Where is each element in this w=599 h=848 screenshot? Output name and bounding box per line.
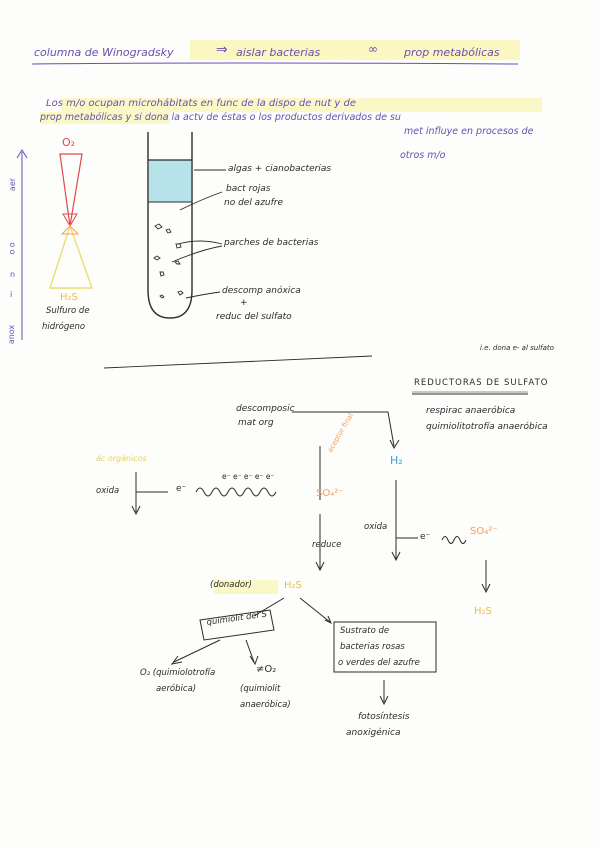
heading-sulfate-reducers: REDUCTORAS DE SULFATO [414,378,549,388]
o2-gradient-triangle [59,153,83,227]
o2-branch-1: O₂ (quimiolotrofía [140,668,216,678]
intro-line-1: Los m/o ocupan microhábitats en func de … [46,98,356,109]
o2-branch-2: aeróbica) [156,684,197,694]
loop-icon: ∞ [368,42,378,56]
electron-right: e⁻ [420,532,431,542]
electrons-wave-label: e⁻ e⁻ e⁻ e⁻ e⁻ [222,472,275,481]
intro-line-3: met influye en procesos de [404,126,534,137]
left-note-oo: o o [7,242,17,255]
tube-outline [147,132,193,319]
so4-right: SO₄²⁻ [470,526,498,537]
left-note-n: n [10,270,16,279]
h2s-right: H₂S [474,606,492,617]
section-divider [103,355,373,369]
oxida-right: oxida [364,522,388,532]
left-note-i: i [10,290,13,299]
quimiolit-branch-1: (quimiolit [240,684,281,694]
left-note-aer: aer [8,177,18,192]
neq-o2: ≠O₂ [256,664,277,675]
photosynthesis-2: anoxigénica [346,728,401,738]
h2s-gradient-triangle [49,223,93,289]
quimiolit-branch-2: anaeróbica) [240,700,291,710]
substrate-line-1: Sustrato de [340,626,390,636]
label-red-bacteria-2: no del azufre [224,198,284,208]
electron-left: e⁻ [176,484,187,494]
water-layer [149,160,191,202]
note-top-right: i.e. dona e- al sulfato [480,344,554,352]
title-underline [31,62,519,65]
substrate-box [333,621,437,673]
h2s-center: H₂S [284,580,302,591]
donador-label: (donador) [210,580,252,590]
h2s-gradient-label: H₂S [60,292,78,303]
substrate-line-2: bacterias rosas [340,642,405,652]
resp-line-2: quimiolitotrofía anaeróbica [426,422,548,432]
quimiolit-box [199,609,275,641]
label-patches: parches de bacterias [224,238,319,248]
header-title-part2: aislar bacterias [236,46,321,59]
arrow-icon: ⇒ [216,42,228,58]
resp-line-1: respirac anaeróbica [426,406,516,416]
o2-label: O₂ [62,136,76,149]
descomp-line-2: mat org [238,418,274,428]
sediment-patches [153,223,184,299]
label-red-bacteria-1: bact rojas [226,184,271,194]
label-decomp-1: descomp anóxica [222,286,301,296]
reduce-label: reduce [312,540,342,550]
substrate-line-3: o verdes del azufre [338,658,420,668]
h2s-name-2: hidrógeno [42,322,86,332]
label-algae: algas + cianobacterias [228,164,332,174]
label-decomp-plus: + [240,298,248,308]
h2s-name-1: Sulfuro de [46,306,90,316]
left-note-anox: anox [7,324,17,345]
flow-arrows [131,411,491,706]
organic-acids: ác orgánicos [96,454,147,463]
oxida-left: oxida [96,486,120,496]
intro-highlight-1 [62,98,542,112]
electron-wave-left [195,487,277,497]
header-title-part3: prop metabólicas [404,46,500,59]
label-decomp-2: reduc del sulfato [216,312,292,322]
descomp-line-1: descomposic [236,404,295,414]
photosynthesis-1: fotosíntesis [358,712,410,722]
intro-line-2: prop metabólicas y si dona la actv de és… [40,112,401,123]
intro-highlight-2 [40,112,170,124]
column-leader-lines [171,169,226,299]
intro-line-4: otros m/o [400,150,446,161]
title-highlight [190,40,520,60]
h2-label: H₂ [390,454,403,467]
electron-wave-right [441,536,467,544]
so4-left: SO₄²⁻ [316,488,344,499]
header-title-part1: columna de Winogradsky [34,46,174,59]
